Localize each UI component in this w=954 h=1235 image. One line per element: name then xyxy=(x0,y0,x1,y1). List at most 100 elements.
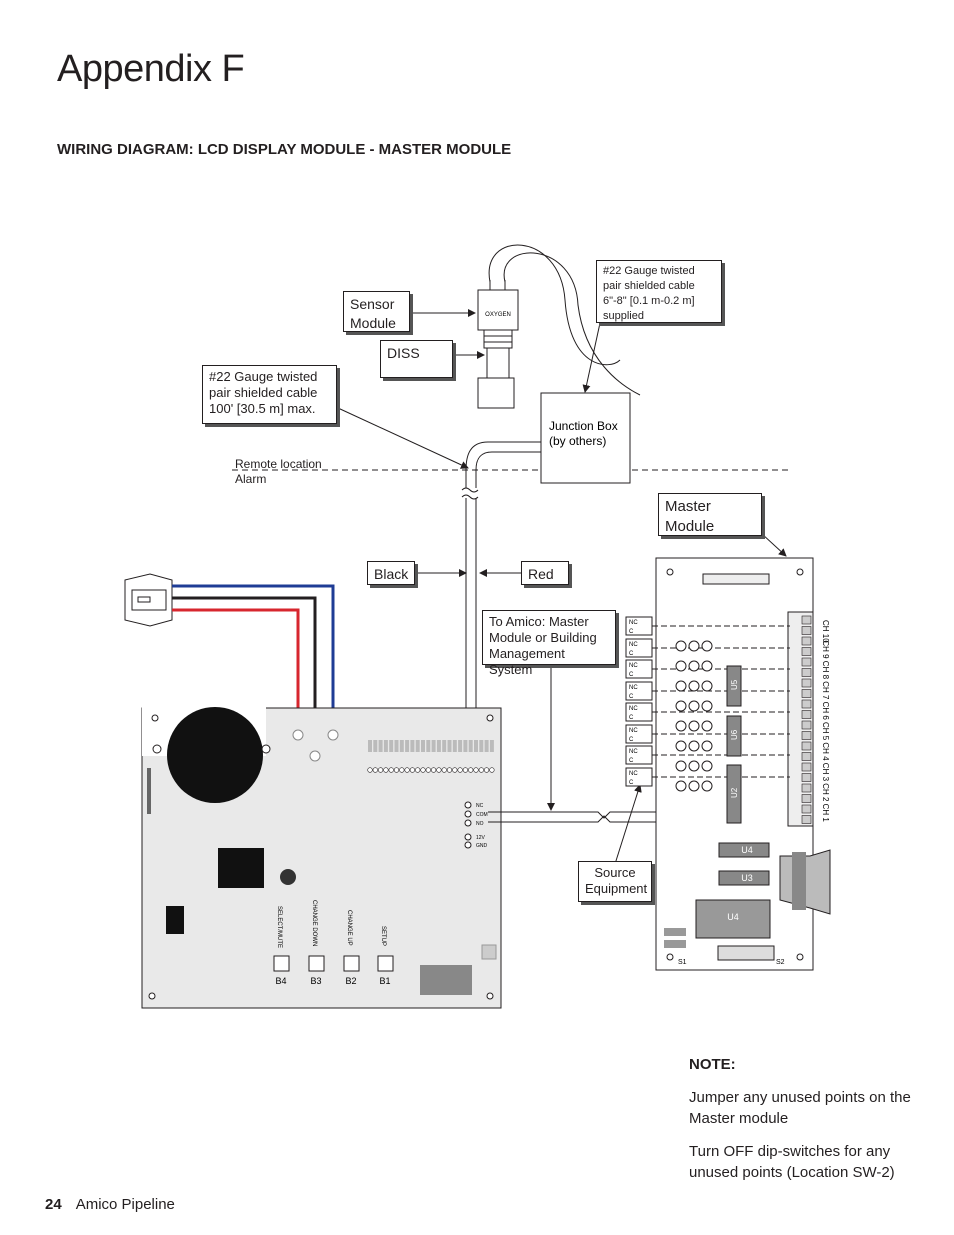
channel-label: CH 8 xyxy=(821,661,830,680)
chip-column: U5 U6 U2 xyxy=(726,665,742,824)
junction-box xyxy=(540,392,631,484)
svg-text:U3: U3 xyxy=(741,873,753,883)
svg-text:NC: NC xyxy=(629,771,638,777)
svg-text:C: C xyxy=(629,737,634,743)
board-pad xyxy=(675,640,687,652)
svg-text:COM: COM xyxy=(476,812,488,818)
svg-text:NC: NC xyxy=(629,706,638,712)
channel-label: CH 2 xyxy=(821,783,830,802)
svg-text:C: C xyxy=(629,629,634,635)
board-pad xyxy=(688,700,700,712)
svg-text:U4: U4 xyxy=(727,912,739,922)
svg-text:NC: NC xyxy=(629,620,638,626)
board-pad xyxy=(675,680,687,692)
switch-s2: S2 xyxy=(776,959,785,966)
svg-text:12V: 12V xyxy=(476,835,486,841)
svg-text:NC: NC xyxy=(629,663,638,669)
channel-label: CH 4 xyxy=(821,742,830,761)
board-pad xyxy=(688,640,700,652)
board-pad xyxy=(688,660,700,672)
channel-label: CH 6 xyxy=(821,702,830,721)
board-pad xyxy=(675,720,687,732)
svg-text:C: C xyxy=(629,715,634,721)
button-b2-function: CHANGE UP xyxy=(346,910,352,946)
button-b4-function: SELECT/MUTE xyxy=(276,906,282,948)
board-pad xyxy=(675,780,687,792)
button-b3-label: B3 xyxy=(310,976,321,986)
board-pad xyxy=(688,760,700,772)
relay: NC C xyxy=(625,659,790,679)
svg-text:U2: U2 xyxy=(730,787,739,798)
channel-label: CH 3 xyxy=(821,763,830,782)
svg-text:NO: NO xyxy=(476,821,484,827)
button-b1-function: SETUP xyxy=(380,926,386,946)
button-b3-function: CHANGE DOWN xyxy=(311,900,317,946)
svg-text:NC: NC xyxy=(629,685,638,691)
channel-label: CH 5 xyxy=(821,722,830,741)
svg-text:C: C xyxy=(629,758,634,764)
sensor-tag: OXYGEN xyxy=(485,312,511,318)
board-pad xyxy=(701,680,713,692)
relay: NCC xyxy=(625,638,790,658)
board-pad xyxy=(701,700,713,712)
board-pad xyxy=(688,680,700,692)
button-b2-label: B2 xyxy=(345,976,356,986)
board-pad xyxy=(675,740,687,752)
svg-text:U6: U6 xyxy=(730,729,739,740)
svg-text:C: C xyxy=(629,672,634,678)
board-pad xyxy=(675,660,687,672)
publication-name: Amico Pipeline xyxy=(75,1196,175,1213)
channel-label: CH 7 xyxy=(821,681,830,700)
svg-text:NC: NC xyxy=(629,728,638,734)
alarm-terminals: NC COM NO 12V GND xyxy=(464,801,488,849)
sensor-assembly: OXYGEN xyxy=(477,280,519,409)
button-b1-label: B1 xyxy=(379,976,390,986)
relay: NC C xyxy=(625,745,790,765)
button-b4-label: B4 xyxy=(275,976,286,986)
connector-plug xyxy=(124,573,173,627)
note-item: Turn OFF dip-switches for any unused poi… xyxy=(689,1143,895,1181)
svg-text:NC: NC xyxy=(629,749,638,755)
svg-text:C: C xyxy=(629,780,634,786)
board-pad xyxy=(701,760,713,772)
board-pad xyxy=(701,740,713,752)
black-wire-callout: Black xyxy=(367,561,415,585)
junction-box-label: Junction Box xyxy=(549,419,618,433)
terminal-strip xyxy=(367,740,495,773)
diss-callout: DISS xyxy=(380,340,453,378)
svg-text:U5: U5 xyxy=(730,679,739,690)
relay: NC C xyxy=(625,681,790,701)
board-pad xyxy=(688,780,700,792)
note-item: Jumper any unused points on the Master m… xyxy=(689,1089,911,1127)
page-title: Appendix F xyxy=(57,48,245,90)
relay: NC C xyxy=(625,616,790,636)
button-row: B4 B3 B2 B1 SELECT/MUTE CHANGE DOWN CHAN… xyxy=(273,900,394,986)
red-wire-callout: Red xyxy=(521,561,569,585)
board-pad xyxy=(688,740,700,752)
board-pad xyxy=(701,720,713,732)
board-pad xyxy=(688,720,700,732)
relay: NC C xyxy=(625,702,790,722)
channel-label: CH 1 xyxy=(821,804,830,823)
svg-text:NC: NC xyxy=(629,642,638,648)
board-pad xyxy=(675,700,687,712)
board-pad xyxy=(701,780,713,792)
board-pad xyxy=(701,640,713,652)
note-heading: NOTE: xyxy=(689,1056,736,1073)
channel-label: CH 9 xyxy=(821,640,830,659)
svg-text:U4: U4 xyxy=(741,845,753,855)
board-pad xyxy=(675,760,687,772)
svg-text:C: C xyxy=(629,694,634,700)
diagram-subtitle: WIRING DIAGRAM: LCD DISPLAY MODULE - MAS… xyxy=(57,141,512,158)
relay: NC C xyxy=(625,767,790,787)
relay: NC C xyxy=(625,724,790,744)
